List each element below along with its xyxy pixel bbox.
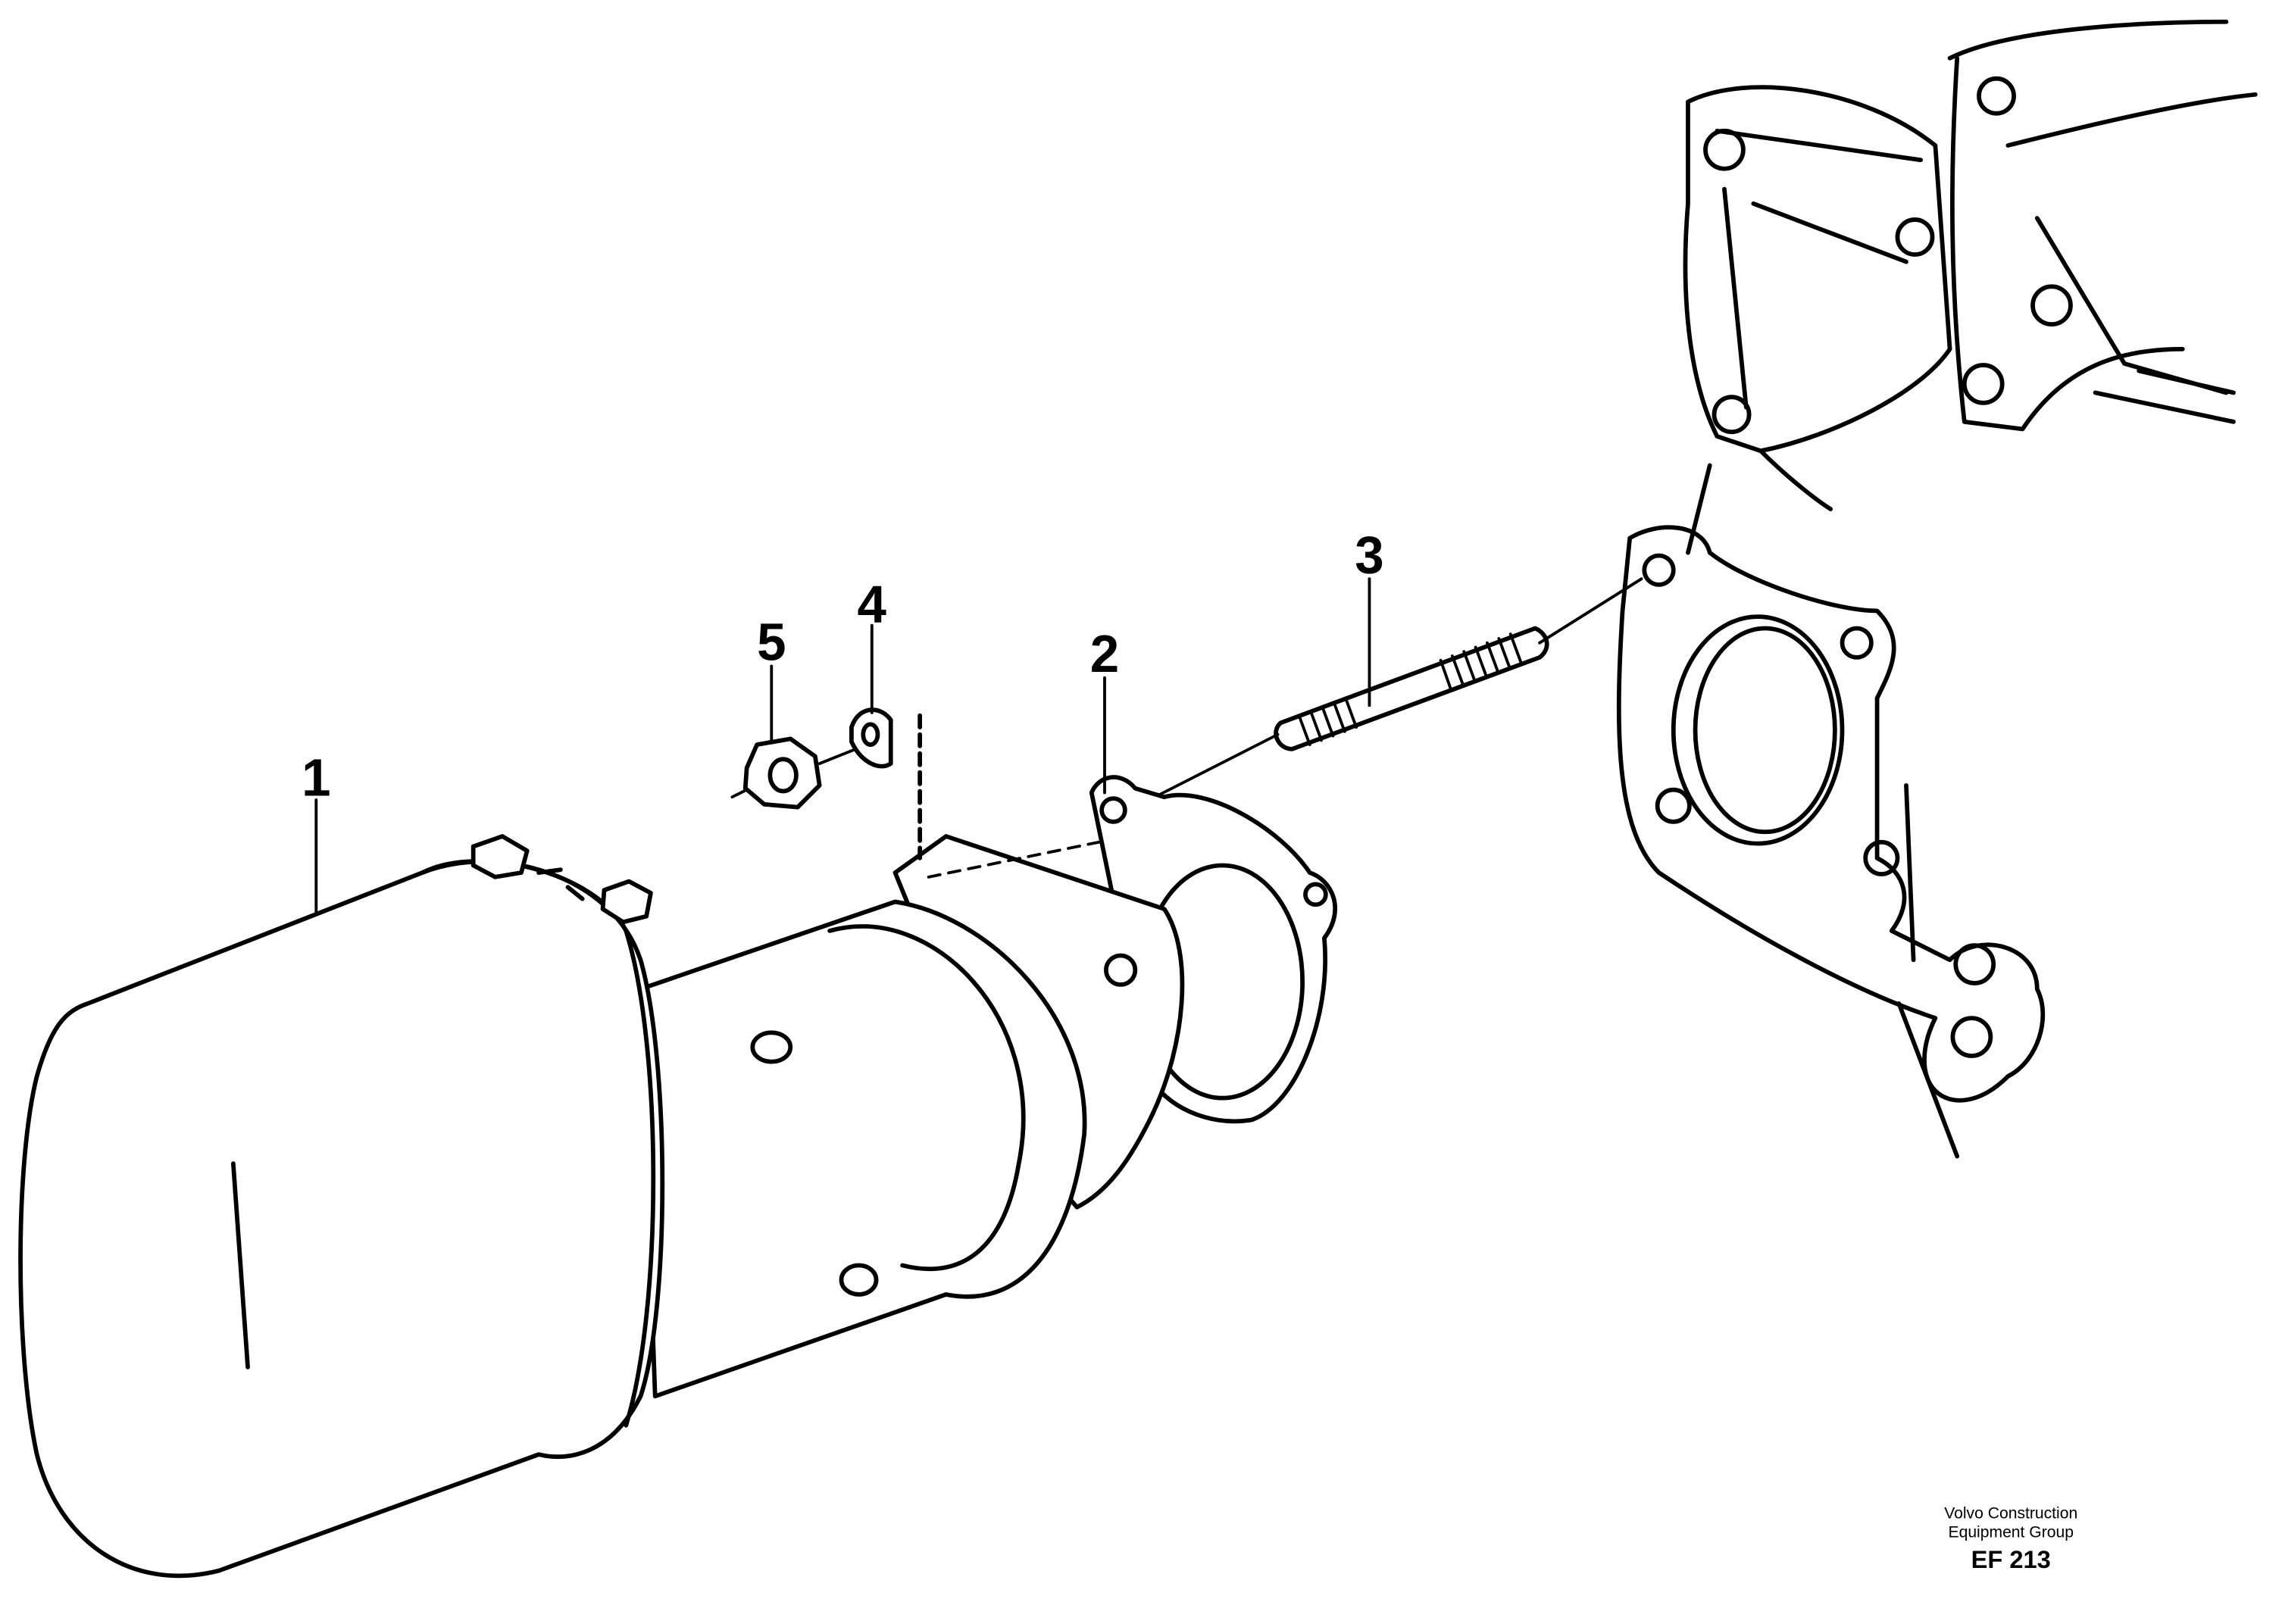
callout-2: 2 <box>1090 624 1119 683</box>
leader-lines <box>314 577 1371 914</box>
stud <box>1119 577 1643 817</box>
mounting-flange <box>1616 525 2046 1159</box>
brand-line-2: Equipment Group <box>1948 1524 2073 1541</box>
callout-1: 1 <box>302 748 330 807</box>
brand-line-1: Volvo Construction <box>1944 1505 2077 1522</box>
callout-4: 4 <box>858 575 887 634</box>
figure-code: EF 213 <box>1971 1545 2051 1573</box>
callout-5: 5 <box>757 613 786 672</box>
starter-motor <box>18 834 1185 1579</box>
engine-housing <box>1683 19 2258 555</box>
lock-washer <box>849 707 923 860</box>
hex-nut <box>730 736 858 810</box>
callout-3: 3 <box>1355 526 1383 585</box>
